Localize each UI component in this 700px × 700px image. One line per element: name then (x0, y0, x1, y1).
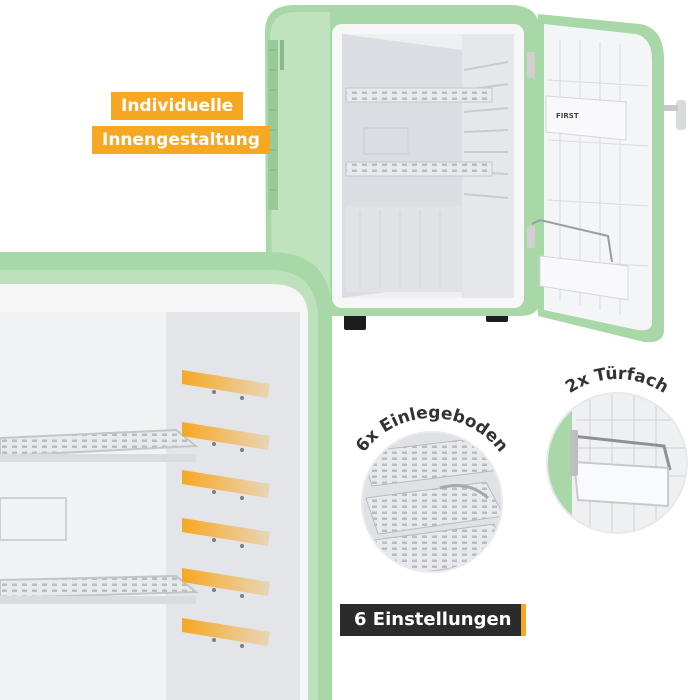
zoomed-interior-photo (0, 252, 332, 700)
brand-badge: FIRST (556, 112, 579, 120)
einstellungen-accent-bar (521, 604, 526, 636)
fridge-door: FIRST (531, 14, 686, 343)
vent-grille (268, 40, 284, 210)
shelf-support-highlights (182, 370, 270, 648)
individuelle-label: Individuelle (111, 92, 244, 120)
door-bin-detail-circle: 2x Türfach (545, 364, 689, 535)
einstellungen-label: 6 Einstellungen (340, 604, 526, 636)
top-fridge-photo: FIRST (265, 5, 686, 343)
shelf-detail-circle: 6x Einlegeboden (352, 403, 512, 574)
innengestaltung-label: Innengestaltung (92, 126, 270, 154)
